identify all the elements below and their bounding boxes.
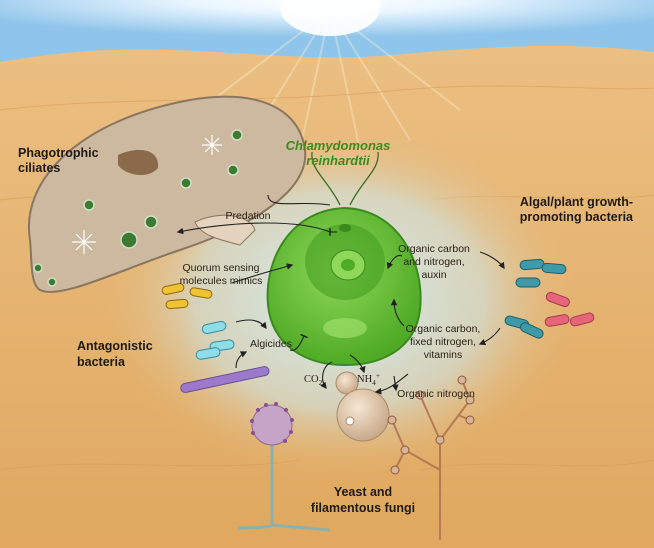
group-fungi-line1: Yeast and xyxy=(334,485,392,499)
label-organic-vitamins-line2: fixed nitrogen, xyxy=(410,336,476,348)
label-algicides: Algicides xyxy=(250,338,292,350)
label-quorum-line1: Quorum sensing xyxy=(182,262,259,274)
label-predation: Predation xyxy=(226,210,271,222)
group-ciliates-line2: ciliates xyxy=(18,161,60,175)
group-growth-bacteria-line1: Algal/plant growth- xyxy=(520,195,633,209)
label-quorum-line2: molecules mimics xyxy=(180,275,263,287)
label-organic-nitrogen: Organic nitrogen xyxy=(397,388,475,400)
group-growth-bacteria-line2: promoting bacteria xyxy=(520,210,634,224)
group-antagonistic-line1: Antagonistic xyxy=(77,339,153,353)
label-organic-vitamins-line3: vitamins xyxy=(424,349,463,361)
group-antagonistic-line2: bacteria xyxy=(77,355,126,369)
label-organic-auxin-line1: Organic carbon xyxy=(398,243,470,255)
label-organic-auxin-line3: auxin xyxy=(421,269,446,281)
label-organic-vitamins-line1: Organic carbon, xyxy=(406,323,481,335)
species-title-line2: reinhardtii xyxy=(306,153,370,168)
group-fungi-line2: filamentous fungi xyxy=(311,501,415,515)
species-title-line1: Chlamydomonas xyxy=(286,138,391,153)
label-organic-auxin-line2: and nitrogen, xyxy=(403,256,464,268)
group-ciliates-line1: Phagotrophic xyxy=(18,146,99,160)
